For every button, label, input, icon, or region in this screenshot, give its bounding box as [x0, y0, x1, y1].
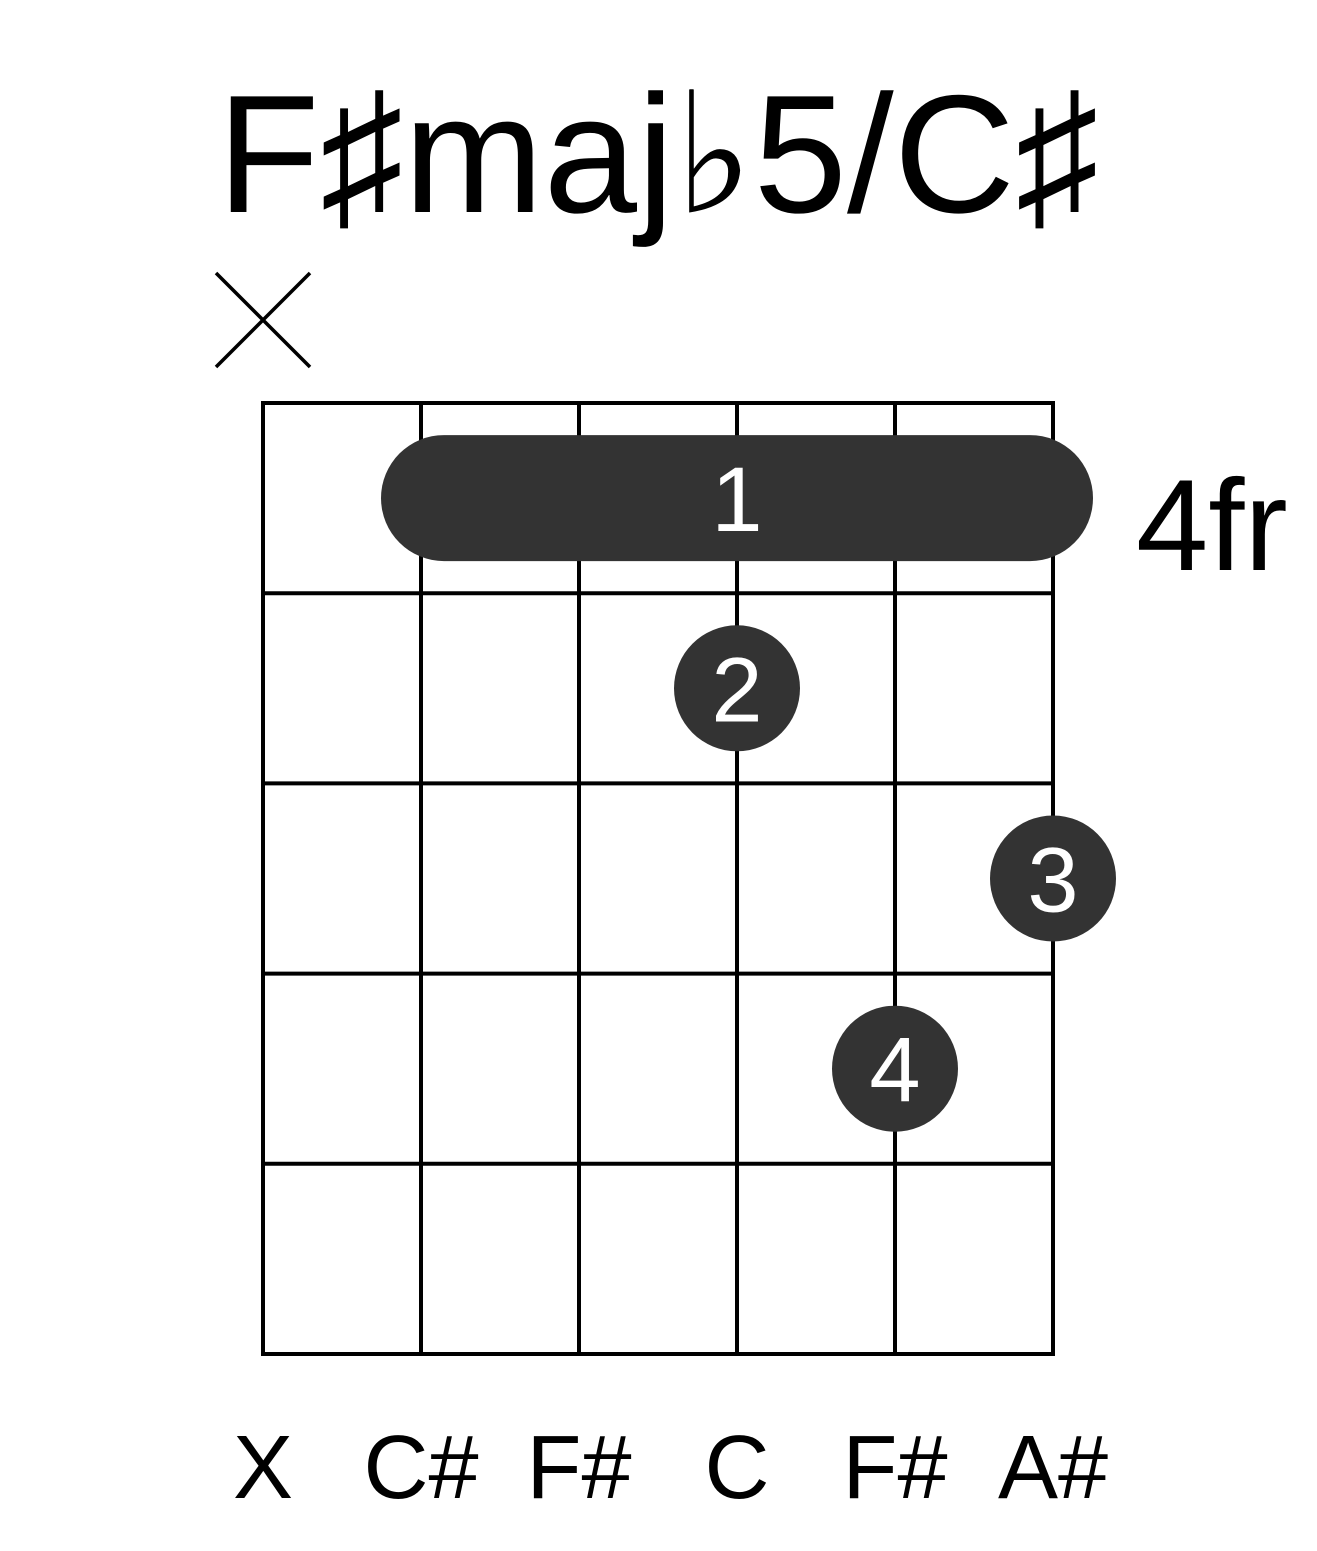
finger-number: 2	[711, 639, 762, 741]
string-note-label: A#	[998, 1418, 1108, 1518]
finger-dot-circle	[674, 625, 800, 752]
finger-dot-circle	[990, 815, 1116, 942]
fretboard-grid	[261, 401, 1055, 1356]
barre-finger-label: 1	[711, 449, 762, 551]
barre-layer: 1	[381, 435, 1093, 562]
mute-markers	[214, 271, 312, 369]
string-note-label: X	[233, 1418, 293, 1518]
chord-title: F♯maj♭5/C♯	[217, 60, 1099, 248]
finger-number: 3	[1027, 830, 1078, 932]
mute-x-icon	[214, 271, 312, 369]
finger-dot: 4	[832, 1005, 958, 1132]
string-note-label: F#	[526, 1418, 631, 1518]
finger-dots: 2 3 4	[674, 625, 1116, 1132]
finger-dot: 3	[990, 815, 1116, 942]
finger-dot-circle	[832, 1005, 958, 1132]
barre-bar	[381, 435, 1093, 562]
fret-position-label: 4fr	[1136, 452, 1288, 598]
finger-dot: 2	[674, 625, 800, 752]
finger-number: 4	[869, 1020, 920, 1122]
string-note-label: C	[705, 1418, 770, 1518]
string-note-label: F#	[842, 1418, 947, 1518]
string-notes: X C# F# C F# A#	[233, 1418, 1108, 1518]
string-note-label: C#	[363, 1418, 478, 1518]
